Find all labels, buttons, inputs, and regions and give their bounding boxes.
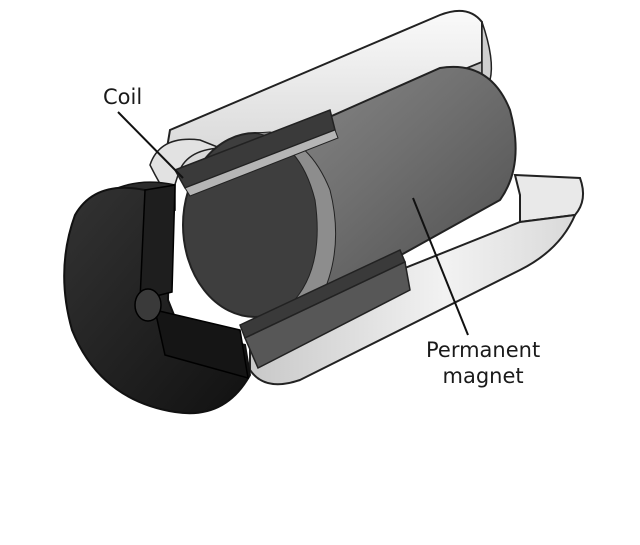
coil-bottom-strip-lower xyxy=(244,260,411,370)
permanent-magnet-label-line2: magnet xyxy=(442,364,524,388)
coil-top-strip-highlight xyxy=(184,129,339,197)
housing-back-end xyxy=(481,21,493,81)
coil-label: Coil xyxy=(103,85,143,109)
core-lower-notch xyxy=(154,308,249,380)
pole-piece-core xyxy=(63,181,252,415)
permanent-magnet-label-line1: Permanent xyxy=(426,338,541,362)
magnet-leader-line xyxy=(412,197,469,336)
core-center-hole xyxy=(134,288,162,322)
coil-windings xyxy=(173,108,411,370)
permanent-magnet-label: Permanent magnet xyxy=(426,337,540,389)
core-upper-notch xyxy=(139,184,176,301)
coil-leader-line xyxy=(117,111,184,179)
housing-bottom-shell xyxy=(249,213,577,386)
